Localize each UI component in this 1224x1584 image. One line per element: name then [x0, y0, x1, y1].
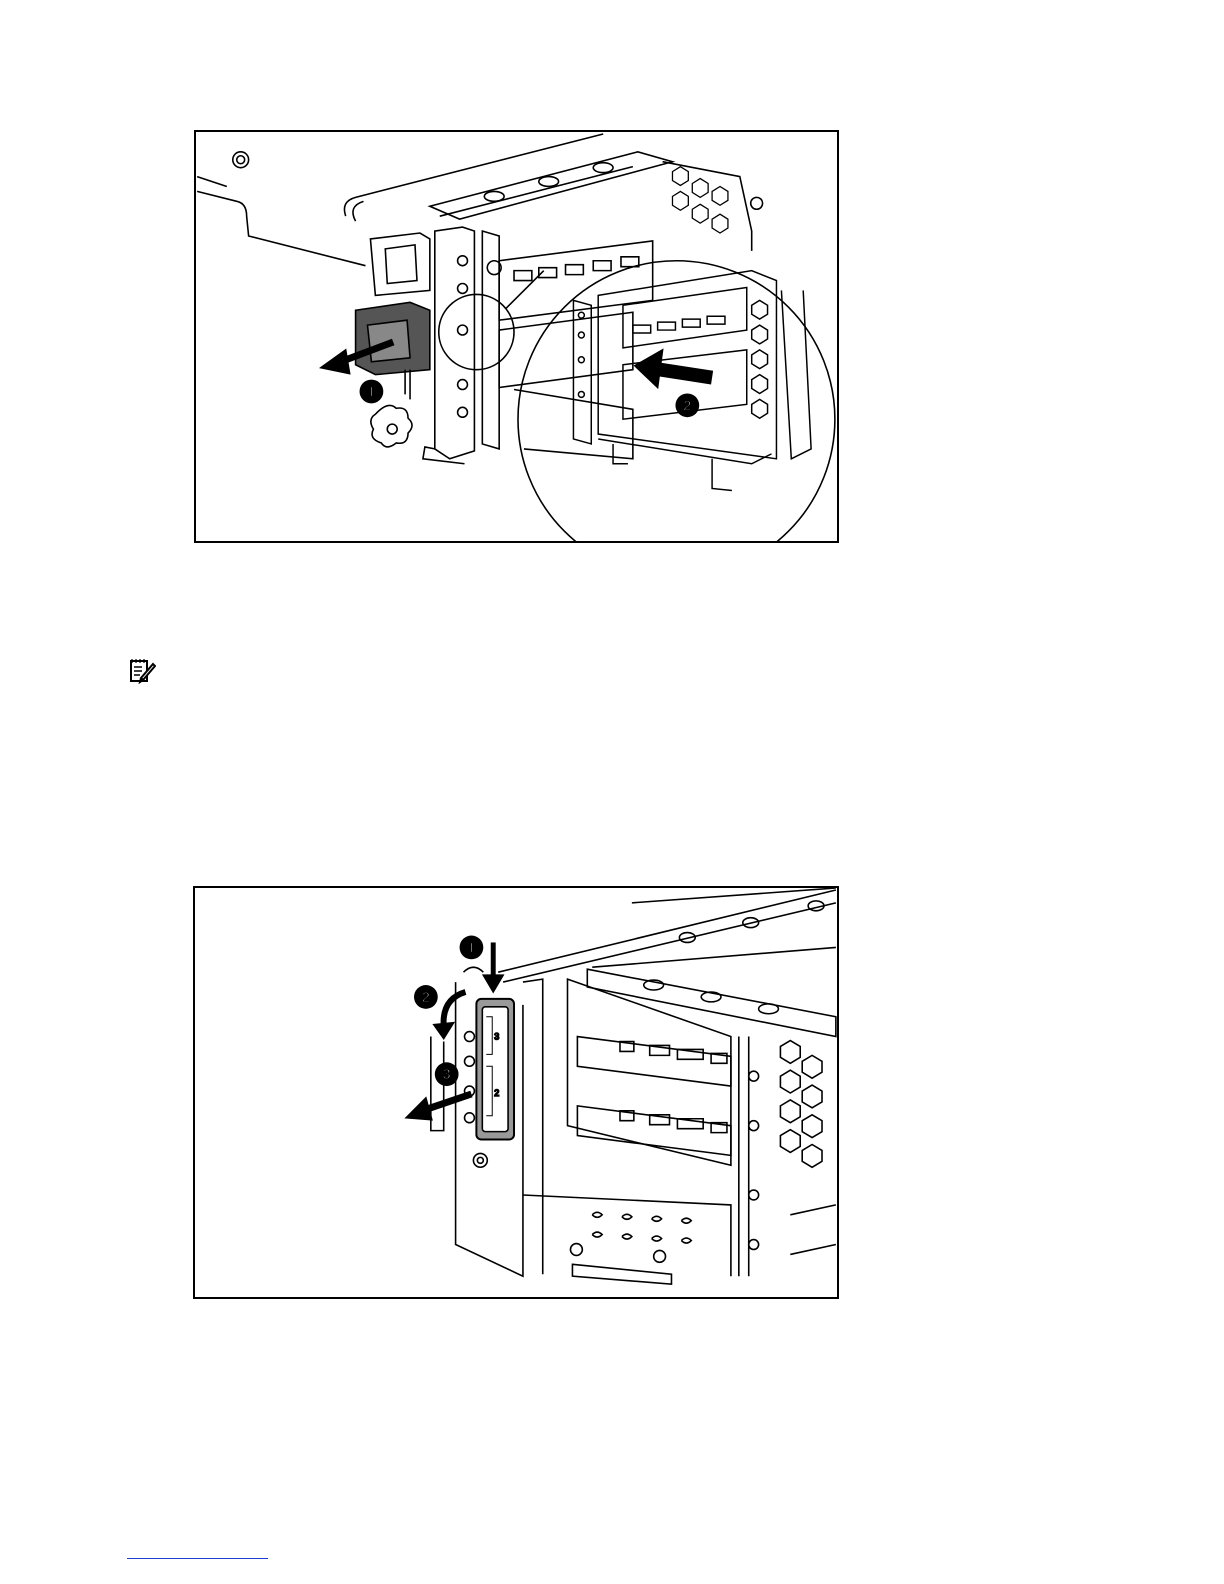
slot-latch-illustration: 3 2 1 2 3: [195, 888, 837, 1297]
slot-label-2: 2: [494, 1088, 499, 1098]
figure-2-slot-latch-release: 3 2 1 2 3: [193, 886, 839, 1299]
figure-1-riser-cage-removal: 1 2: [194, 130, 839, 543]
footer-divider: [127, 1558, 268, 1559]
note-pencil-icon: [128, 656, 156, 684]
svg-text:1: 1: [367, 384, 375, 400]
callout-badge-1: 1: [360, 380, 384, 404]
callout-badge-1: 1: [460, 936, 484, 960]
slot-label-3: 3: [494, 1032, 499, 1042]
callout-badge-2: 2: [414, 985, 438, 1009]
callout-badge-2: 2: [675, 393, 699, 417]
svg-text:3: 3: [443, 1067, 451, 1083]
callout-badge-3: 3: [435, 1062, 459, 1086]
svg-text:1: 1: [467, 940, 475, 956]
riser-cage-illustration: 1 2: [196, 132, 837, 541]
svg-text:2: 2: [683, 398, 691, 414]
svg-text:2: 2: [422, 990, 430, 1006]
